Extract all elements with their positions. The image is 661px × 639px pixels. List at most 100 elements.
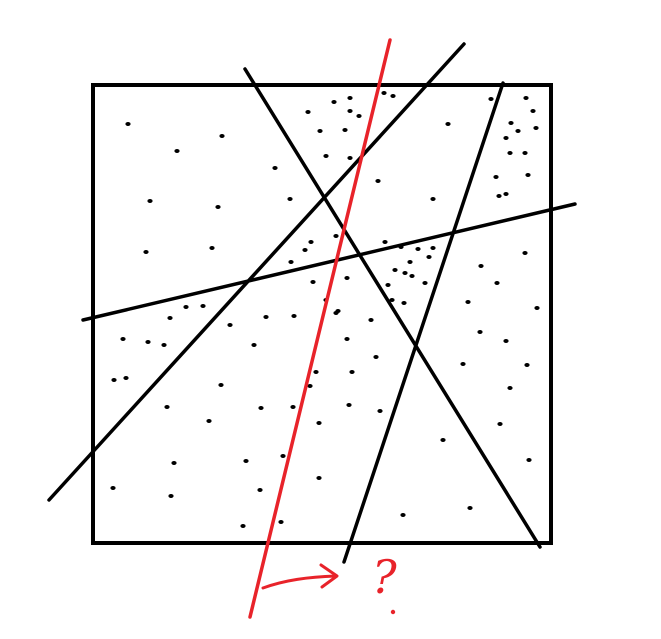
dot	[390, 94, 396, 98]
dot	[316, 421, 322, 425]
dot	[503, 136, 509, 140]
dot	[227, 323, 233, 327]
near-horizontal-line	[81, 202, 577, 322]
steep-line	[342, 81, 505, 564]
dot	[310, 280, 316, 284]
dot	[243, 459, 249, 463]
dot	[534, 306, 540, 310]
dot	[342, 128, 348, 132]
dot	[171, 461, 177, 465]
dot	[209, 246, 215, 250]
dot	[356, 114, 362, 118]
dot	[392, 268, 398, 272]
dot	[123, 376, 129, 380]
dot	[349, 370, 355, 374]
dot	[507, 386, 513, 390]
dot	[426, 255, 432, 259]
dot	[263, 315, 269, 319]
dot	[323, 154, 329, 158]
dot	[503, 192, 509, 196]
dot	[400, 513, 406, 517]
dot	[381, 91, 387, 95]
arrow-icon	[261, 563, 339, 590]
diagonal-line-b	[47, 42, 466, 502]
dot	[430, 246, 436, 250]
dot	[174, 149, 180, 153]
dot	[525, 173, 531, 177]
dot	[120, 337, 126, 341]
dot	[317, 129, 323, 133]
dot	[145, 340, 151, 344]
dot	[344, 337, 350, 341]
diagonal-line-a	[243, 67, 542, 549]
scattered-dots	[110, 91, 540, 528]
dot	[507, 151, 513, 155]
dot	[515, 129, 521, 133]
dot	[401, 301, 407, 305]
dot	[288, 260, 294, 264]
dot	[389, 298, 395, 302]
dot	[347, 109, 353, 113]
dot	[308, 240, 314, 244]
dot	[377, 409, 383, 413]
dot	[305, 110, 311, 114]
dot	[347, 156, 353, 160]
dot	[494, 281, 500, 285]
dot	[143, 250, 149, 254]
dot	[496, 194, 502, 198]
dot	[251, 343, 257, 347]
dot	[161, 343, 167, 347]
dot	[530, 109, 536, 113]
dot	[523, 96, 529, 100]
dot	[522, 251, 528, 255]
dot	[503, 339, 509, 343]
dot	[415, 247, 421, 251]
dot	[347, 96, 353, 100]
dot	[164, 405, 170, 409]
dot	[125, 122, 131, 126]
dot	[110, 486, 116, 490]
dot	[445, 122, 451, 126]
dot	[407, 260, 413, 264]
dot	[375, 179, 381, 183]
dot	[467, 506, 473, 510]
dot	[257, 488, 263, 492]
dot	[497, 422, 503, 426]
dot	[167, 316, 173, 320]
dot	[430, 197, 436, 201]
dot	[524, 363, 530, 367]
dot	[368, 318, 374, 322]
dot	[218, 383, 224, 387]
dot	[290, 405, 296, 409]
dot	[422, 281, 428, 285]
dot	[460, 362, 466, 366]
dot	[280, 454, 286, 458]
dot	[258, 406, 264, 410]
dot	[333, 234, 339, 238]
dot	[373, 355, 379, 359]
dot	[465, 300, 471, 304]
dot	[111, 378, 117, 382]
dot	[316, 476, 322, 480]
dot	[240, 524, 246, 528]
dot	[344, 276, 350, 280]
dot	[522, 151, 528, 155]
dot	[302, 248, 308, 252]
dot	[346, 403, 352, 407]
dot	[493, 175, 499, 179]
dot	[147, 199, 153, 203]
dot	[168, 494, 174, 498]
dot	[287, 197, 293, 201]
dot	[385, 283, 391, 287]
dot	[333, 311, 339, 315]
dot	[382, 240, 388, 244]
dot	[508, 121, 514, 125]
dot	[409, 274, 415, 278]
dot	[440, 438, 446, 442]
dot	[278, 520, 284, 524]
dot	[183, 305, 189, 309]
dot	[402, 271, 408, 275]
question-mark: ?	[372, 550, 397, 604]
dot	[488, 97, 494, 101]
dot	[477, 330, 483, 334]
